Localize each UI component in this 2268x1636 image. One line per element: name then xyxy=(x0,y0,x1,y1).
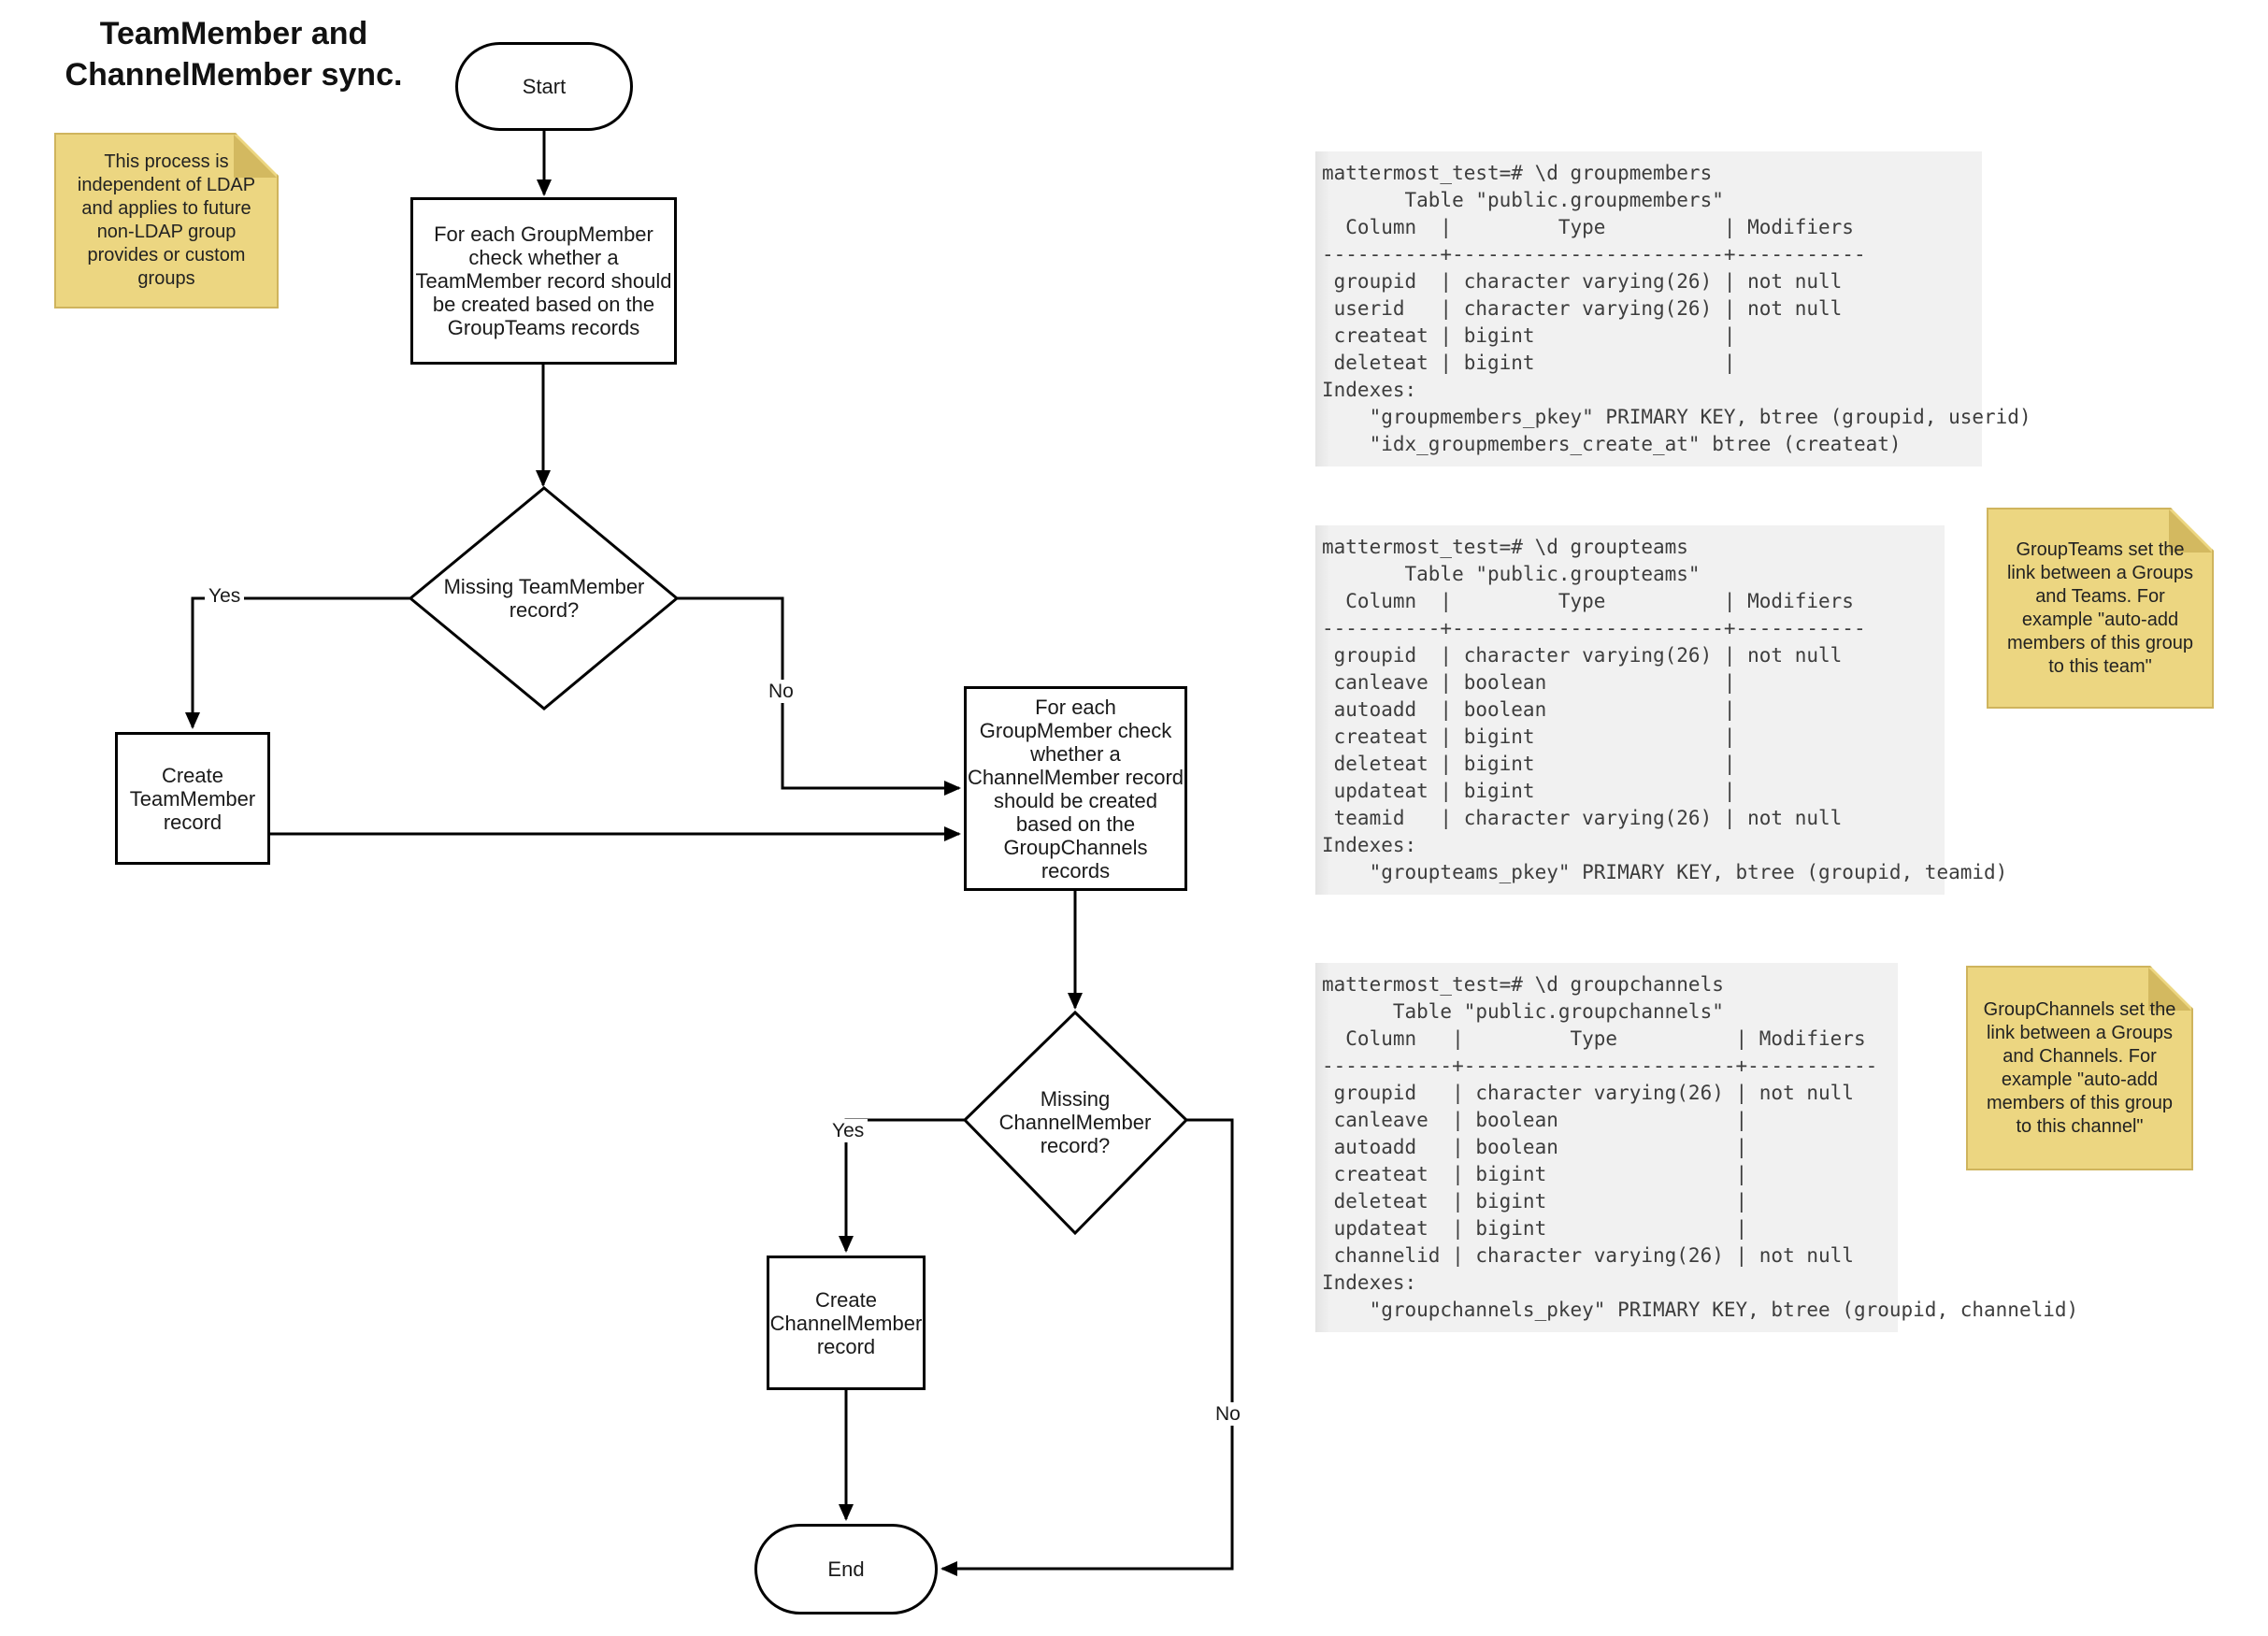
page-title: TeamMember and ChannelMember sync. xyxy=(65,16,403,93)
create-channelmember-node: Create ChannelMember record xyxy=(767,1256,926,1390)
sticky-note-groupteams-text: GroupTeams set the link between a Groups… xyxy=(2006,538,2193,677)
edge-label-yes-channelmember: Yes xyxy=(828,1119,868,1142)
edge-label-no-channelmember: No xyxy=(1212,1402,1244,1426)
process-channelmember-label: For each GroupMember check whether a Cha… xyxy=(967,695,1184,883)
terminal-groupchannels: mattermost_test=# \d groupchannels Table… xyxy=(1315,963,2078,1332)
create-teammember-label: Create TeamMember record xyxy=(129,763,256,834)
start-node-label: Start xyxy=(522,75,567,98)
start-node: Start xyxy=(455,42,633,131)
sticky-note-groupteams: GroupTeams set the link between a Groups… xyxy=(1987,508,2214,709)
edge-label-yes-teammember: Yes xyxy=(205,584,245,608)
create-teammember-node: Create TeamMember record xyxy=(115,732,270,865)
sticky-note-process: This process is independent of LDAP and … xyxy=(54,133,279,309)
edge-decision2-no xyxy=(940,1118,1234,1576)
process-teammember-label: For each GroupMember check whether a Tea… xyxy=(415,222,672,339)
decision-missing-teammember-shape xyxy=(408,486,680,710)
decision-missing-teammember-label: Missing TeamMember record? xyxy=(443,575,645,622)
decision-missing-channelmember-label: Missing ChannelMember record? xyxy=(998,1086,1152,1157)
end-node-label: End xyxy=(827,1557,865,1581)
process-channelmember-node: For each GroupMember check whether a Cha… xyxy=(964,686,1187,891)
create-channelmember-label: Create ChannelMember record xyxy=(769,1287,923,1358)
edge-decision1-yes xyxy=(185,596,410,729)
process-teammember-node: For each GroupMember check whether a Tea… xyxy=(410,197,677,365)
edge-label-no-teammember: No xyxy=(765,680,797,703)
sticky-note-process-text: This process is independent of LDAP and … xyxy=(77,151,256,289)
end-node: End xyxy=(754,1524,938,1614)
edge-decision1-no xyxy=(677,596,961,796)
terminal-groupmembers: mattermost_test=# \d groupmembers Table … xyxy=(1315,151,2031,466)
decision-missing-channelmember-shape xyxy=(962,1010,1189,1236)
sticky-note-groupchannels-text: GroupChannels set the link between a Gro… xyxy=(1983,998,2176,1137)
terminal-groupteams: mattermost_test=# \d groupteams Table "p… xyxy=(1315,525,2007,895)
sticky-note-groupchannels: GroupChannels set the link between a Gro… xyxy=(1966,966,2193,1170)
